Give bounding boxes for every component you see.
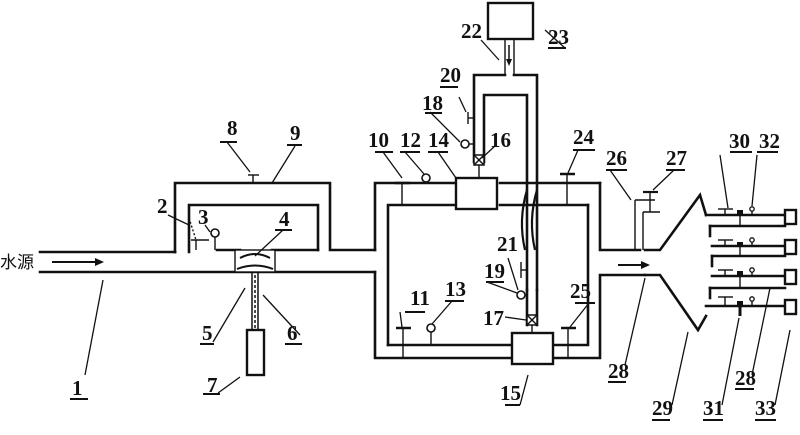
valve-11 [396, 326, 411, 358]
branch-frame [373, 181, 647, 360]
label-25: 25 [570, 279, 591, 303]
dosing-tube [251, 272, 259, 340]
label-33: 33 [755, 396, 776, 420]
label-1: 1 [72, 376, 83, 400]
label-17: 17 [483, 306, 504, 330]
label-8: 8 [227, 116, 238, 140]
label-18: 18 [422, 91, 443, 115]
leader-lines [84, 29, 791, 406]
flow-arrow-outlet [618, 261, 650, 269]
tank-23 [486, 1, 535, 41]
label-16: 16 [490, 128, 511, 152]
label-15: 15 [500, 381, 521, 405]
label-11: 11 [410, 286, 430, 310]
label-23: 23 [548, 25, 569, 49]
nozzle-2 [783, 238, 798, 256]
label-30: 30 [729, 129, 750, 153]
valve-16 [473, 154, 485, 178]
label-13: 13 [445, 277, 466, 301]
label-4: 4 [279, 207, 290, 231]
branch-fittings [718, 206, 755, 316]
valve-17 [526, 314, 538, 333]
label-27: 27 [666, 146, 687, 170]
label-10: 10 [368, 128, 389, 152]
pressure-gauge-3 [210, 228, 220, 250]
label-20: 20 [440, 63, 461, 87]
feed-pipe-22 [472, 39, 539, 327]
distribution-manifold-29 [643, 192, 708, 333]
pressure-gauge-12 [421, 173, 431, 184]
pressure-gauge-19 [516, 290, 527, 300]
nozzle-1 [783, 208, 798, 226]
label-32: 32 [759, 129, 780, 153]
label-26: 26 [606, 146, 627, 170]
chemical-tank-7 [245, 328, 266, 377]
outlet-branches [704, 213, 787, 308]
flow-arrow-inlet [52, 258, 104, 266]
venturi-mixer [234, 249, 276, 273]
valve-25 [561, 326, 576, 358]
valve-20 [467, 112, 474, 124]
label-7: 7 [207, 373, 218, 397]
label-5: 5 [202, 321, 213, 345]
label-21: 21 [497, 232, 518, 256]
valve-8 [248, 174, 259, 183]
label-29: 29 [652, 396, 673, 420]
outlet-valve-27 [634, 190, 660, 250]
label-2: 2 [157, 194, 168, 218]
label-19: 19 [484, 259, 505, 283]
nozzle-3 [783, 268, 798, 286]
valve-10 [395, 181, 410, 206]
pressure-gauge-13 [426, 323, 436, 345]
flow-meter-15 [510, 331, 555, 366]
valve-21 [520, 262, 527, 278]
label-28-branch: 28 [735, 366, 756, 390]
label-3: 3 [198, 205, 209, 229]
water-source-label: 水源 [0, 253, 34, 273]
pressure-gauge-18 [460, 139, 474, 149]
label-9: 9 [290, 121, 301, 145]
valve-2 [188, 217, 209, 250]
label-12: 12 [400, 128, 421, 152]
label-6: 6 [287, 321, 298, 345]
label-24: 24 [573, 125, 595, 149]
flow-meter-14 [454, 176, 499, 211]
label-31: 31 [703, 396, 724, 420]
label-14: 14 [428, 128, 450, 152]
nozzle-4 [783, 298, 798, 316]
label-22: 22 [461, 19, 482, 43]
valve-24 [560, 172, 575, 205]
label-28-main: 28 [608, 359, 629, 383]
labels: 1 2 3 4 5 6 7 8 9 10 12 14 16 18 20 22 2… [70, 19, 780, 421]
